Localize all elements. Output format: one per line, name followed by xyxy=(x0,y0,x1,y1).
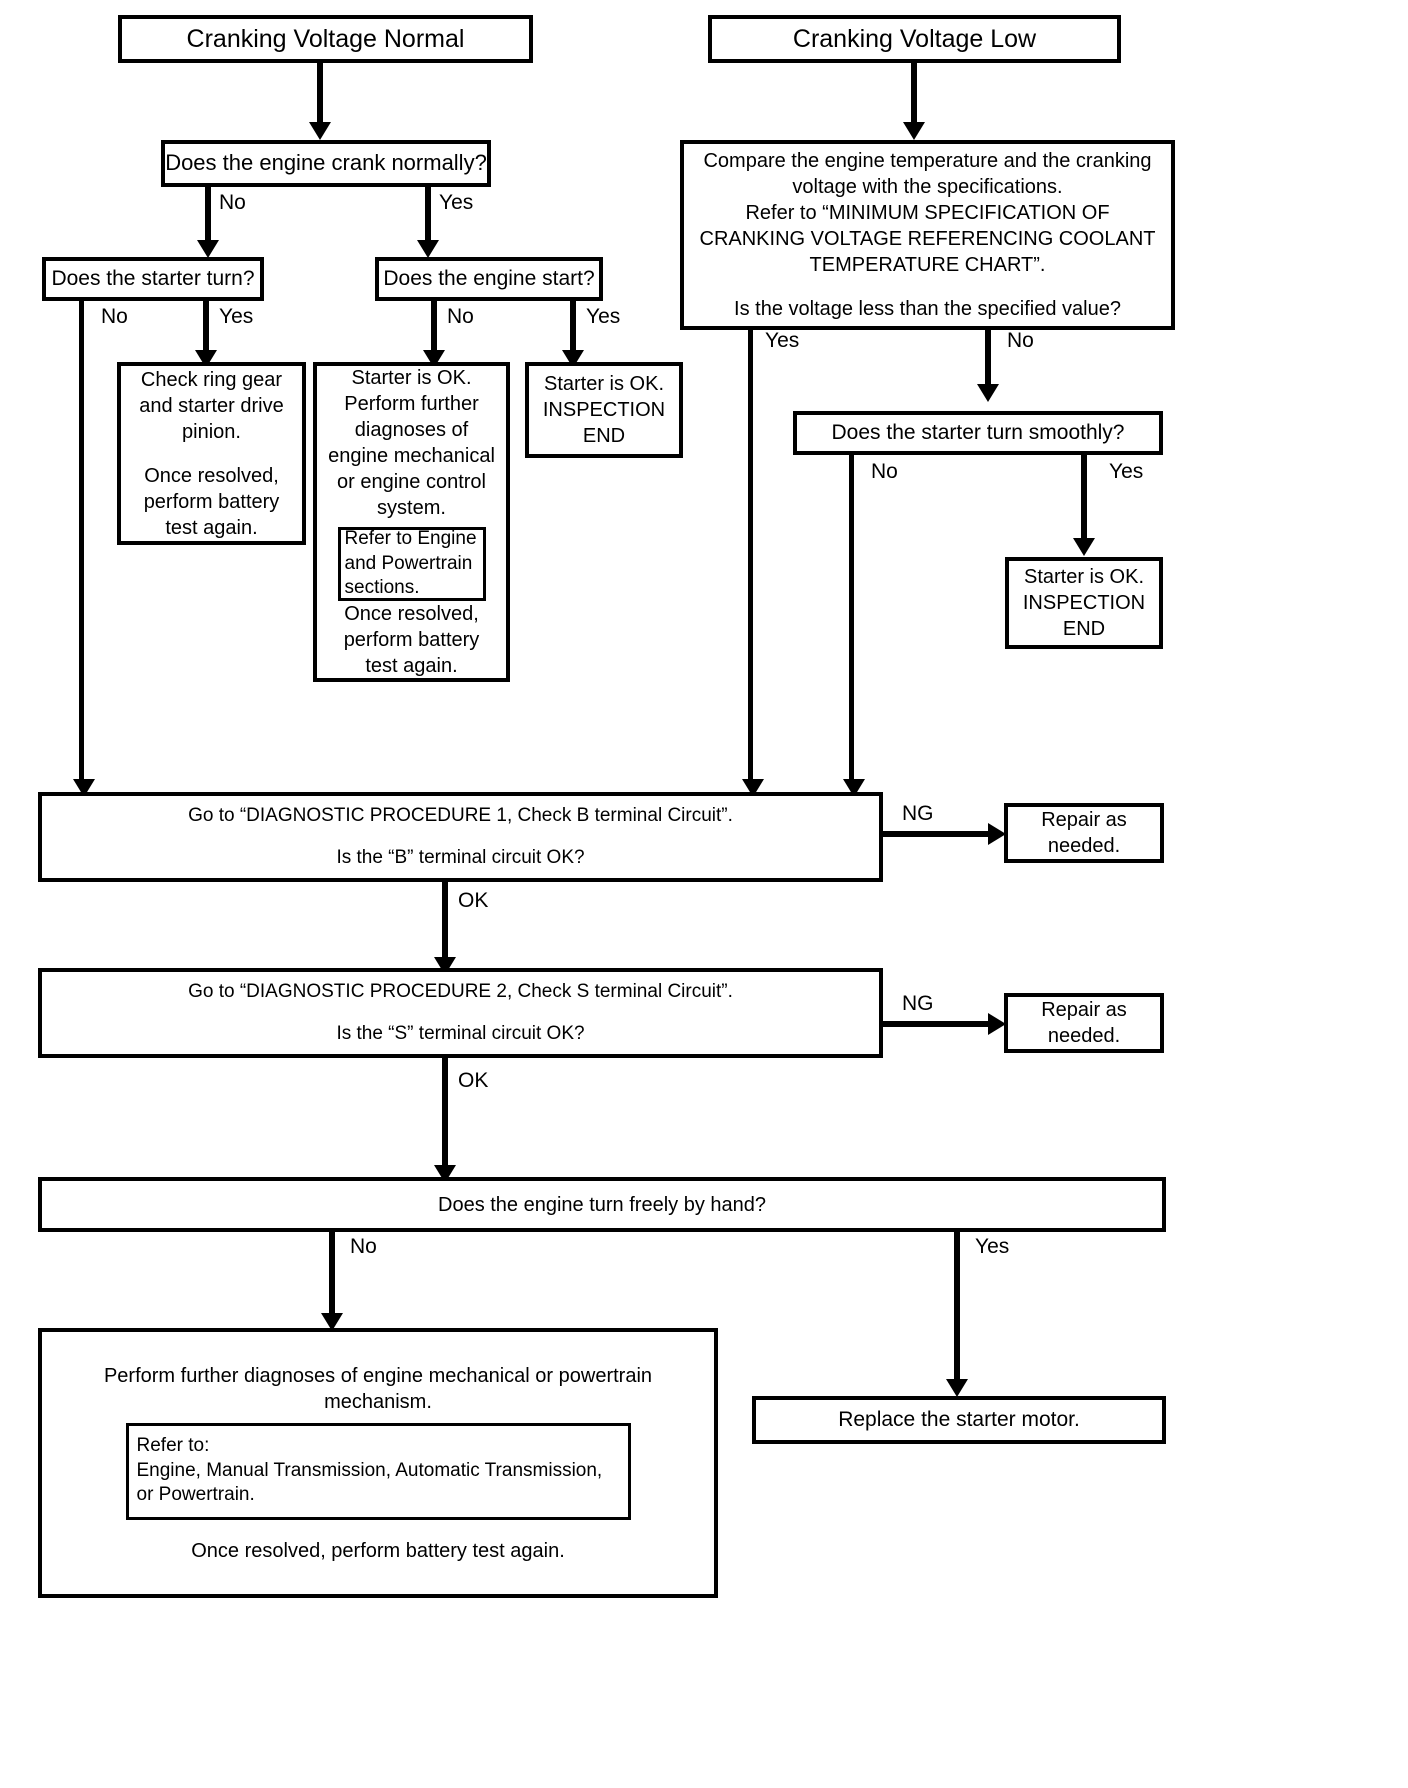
refer-line-2: Engine, Manual Transmission, Automatic T… xyxy=(136,1459,603,1481)
node-engine-crank-normally: Does the engine crank normally? xyxy=(161,140,491,187)
compare-line-4: CRANKING VOLTAGE REFERENCING COOLANT xyxy=(699,228,1156,250)
node-engine-start: Does the engine start? xyxy=(375,257,603,301)
edge-label-engine-start-yes: Yes xyxy=(586,305,621,328)
connector-normal-to-crank xyxy=(317,63,323,131)
node-label: Repair as needed. xyxy=(1041,809,1127,857)
perform-further-part-1: Perform further diagnoses of engine mech… xyxy=(103,1364,653,1413)
starter-ok-further-part-1: Starter is OK. Perform further diagnoses… xyxy=(328,367,495,519)
edge-label-smoothly-yes: Yes xyxy=(1109,460,1144,483)
compare-line-3: Refer to “MINIMUM SPECIFICATION OF xyxy=(745,202,1110,224)
perform-further-part-2: Once resolved, perform battery test agai… xyxy=(191,1539,565,1562)
node-starter-ok-further-diagnoses: Starter is OK. Perform further diagnoses… xyxy=(313,362,510,682)
compare-question: Is the voltage less than the specified v… xyxy=(734,298,1121,320)
connector-crank-no xyxy=(205,187,211,249)
arrow-voltage-no xyxy=(977,384,999,402)
arrow-normal-to-crank xyxy=(309,122,331,140)
node-label: Starter is OK. INSPECTION END xyxy=(542,373,666,447)
node-label: Repair as needed. xyxy=(1041,999,1127,1047)
refer-line-3: or Powertrain. xyxy=(136,1484,255,1506)
connector-smoothly-yes xyxy=(1081,455,1087,547)
arrow-crank-yes xyxy=(417,240,439,258)
edge-label-starter-turn-no: No xyxy=(101,305,128,328)
connector-smoothly-no xyxy=(849,455,854,788)
diag2-line-1: Go to “DIAGNOSTIC PROCEDURE 2, Check S t… xyxy=(188,980,733,1002)
connector-low-to-compare xyxy=(911,63,917,131)
node-perform-further-diagnoses: Perform further diagnoses of engine mech… xyxy=(38,1328,718,1598)
edge-label-smoothly-no: No xyxy=(871,460,898,483)
connector-starter-turn-yes xyxy=(203,301,209,359)
edge-label-freely-yes: Yes xyxy=(975,1235,1010,1258)
node-label: Replace the starter motor. xyxy=(838,1408,1080,1432)
check-ring-gear-part-2: Once resolved, perform battery test agai… xyxy=(143,464,280,539)
node-diagnostic-procedure-1: Go to “DIAGNOSTIC PROCEDURE 1, Check B t… xyxy=(38,792,883,882)
compare-line-5: TEMPERATURE CHART”. xyxy=(809,254,1046,276)
connector-voltage-no xyxy=(985,330,991,393)
arrow-low-to-compare xyxy=(903,122,925,140)
edge-label-starter-turn-yes: Yes xyxy=(219,305,254,328)
edge-label-freely-no: No xyxy=(350,1235,377,1258)
node-repair-as-needed-2: Repair as needed. xyxy=(1004,993,1164,1053)
arrow-freely-no xyxy=(321,1313,343,1331)
node-label: Does the engine turn freely by hand? xyxy=(438,1193,766,1216)
node-starter-turn: Does the starter turn? xyxy=(42,257,264,301)
connector-engine-start-no xyxy=(431,301,437,359)
edge-label-s-ok: OK xyxy=(458,1069,489,1092)
node-label: Cranking Voltage Low xyxy=(792,24,1037,53)
edge-label-engine-start-no: No xyxy=(447,305,474,328)
connector-engine-start-yes xyxy=(570,301,576,359)
node-starter-ok-inspection-end-right: Starter is OK. INSPECTION END xyxy=(1005,557,1163,649)
arrow-smoothly-yes xyxy=(1073,538,1095,556)
edge-label-crank-no: No xyxy=(219,191,246,214)
node-label: Starter is OK. INSPECTION END xyxy=(1022,566,1146,640)
arrow-crank-no xyxy=(197,240,219,258)
compare-line-1: Compare the engine temperature and the c… xyxy=(703,150,1152,172)
starter-ok-further-part-2: Once resolved, perform battery test agai… xyxy=(343,603,480,677)
diag1-line-2: Is the “B” terminal circuit OK? xyxy=(336,846,585,868)
compare-line-2: voltage with the specifications. xyxy=(792,176,1063,198)
connector-freely-no xyxy=(329,1232,335,1322)
edge-label-voltage-yes: Yes xyxy=(765,329,800,352)
check-ring-gear-part-1: Check ring gear and starter drive pinion… xyxy=(139,368,284,443)
node-compare-temperature: Compare the engine temperature and the c… xyxy=(680,140,1175,330)
edge-label-s-ng: NG xyxy=(902,992,934,1015)
edge-label-b-ok: OK xyxy=(458,889,489,912)
connector-s-ok xyxy=(442,1058,448,1173)
node-repair-as-needed-1: Repair as needed. xyxy=(1004,803,1164,863)
edge-label-voltage-no: No xyxy=(1007,329,1034,352)
connector-crank-yes xyxy=(425,187,431,249)
arrow-s-ng xyxy=(988,1013,1006,1035)
node-label: Does the engine start? xyxy=(383,267,595,291)
node-replace-starter-motor: Replace the starter motor. xyxy=(752,1396,1166,1444)
arrow-freely-yes xyxy=(946,1379,968,1397)
node-diagnostic-procedure-2: Go to “DIAGNOSTIC PROCEDURE 2, Check S t… xyxy=(38,968,883,1058)
connector-b-ok xyxy=(442,882,448,966)
node-label: Does the engine crank normally? xyxy=(165,150,487,176)
node-refer-to-list: Refer to: Engine, Manual Transmission, A… xyxy=(125,1422,631,1520)
node-starter-turn-smoothly: Does the starter turn smoothly? xyxy=(793,411,1163,455)
edge-label-b-ng: NG xyxy=(902,802,934,825)
node-refer-engine-powertrain: Refer to Engine and Powertrain sections. xyxy=(337,527,486,601)
diag2-line-2: Is the “S” terminal circuit OK? xyxy=(336,1022,585,1044)
connector-freely-yes xyxy=(954,1232,960,1387)
node-label: Does the starter turn? xyxy=(51,267,255,291)
connector-voltage-yes xyxy=(748,330,753,788)
connector-s-ng xyxy=(883,1021,993,1027)
node-starter-ok-inspection-end-left: Starter is OK. INSPECTION END xyxy=(525,362,683,458)
diag1-line-1: Go to “DIAGNOSTIC PROCEDURE 1, Check B t… xyxy=(188,804,733,826)
edge-label-crank-yes: Yes xyxy=(439,191,474,214)
node-cranking-voltage-normal: Cranking Voltage Normal xyxy=(118,15,533,63)
connector-b-ng xyxy=(883,831,993,837)
node-cranking-voltage-low: Cranking Voltage Low xyxy=(708,15,1121,63)
arrow-b-ng xyxy=(988,823,1006,845)
node-check-ring-gear: Check ring gear and starter drive pinion… xyxy=(117,362,306,545)
node-label: Cranking Voltage Normal xyxy=(186,24,465,53)
refer-label: Refer to Engine and Powertrain sections. xyxy=(344,527,477,599)
connector-starter-turn-no xyxy=(79,301,84,788)
node-label: Does the starter turn smoothly? xyxy=(831,421,1125,445)
node-engine-turn-freely: Does the engine turn freely by hand? xyxy=(38,1177,1166,1232)
refer-line-1: Refer to: xyxy=(136,1434,210,1456)
